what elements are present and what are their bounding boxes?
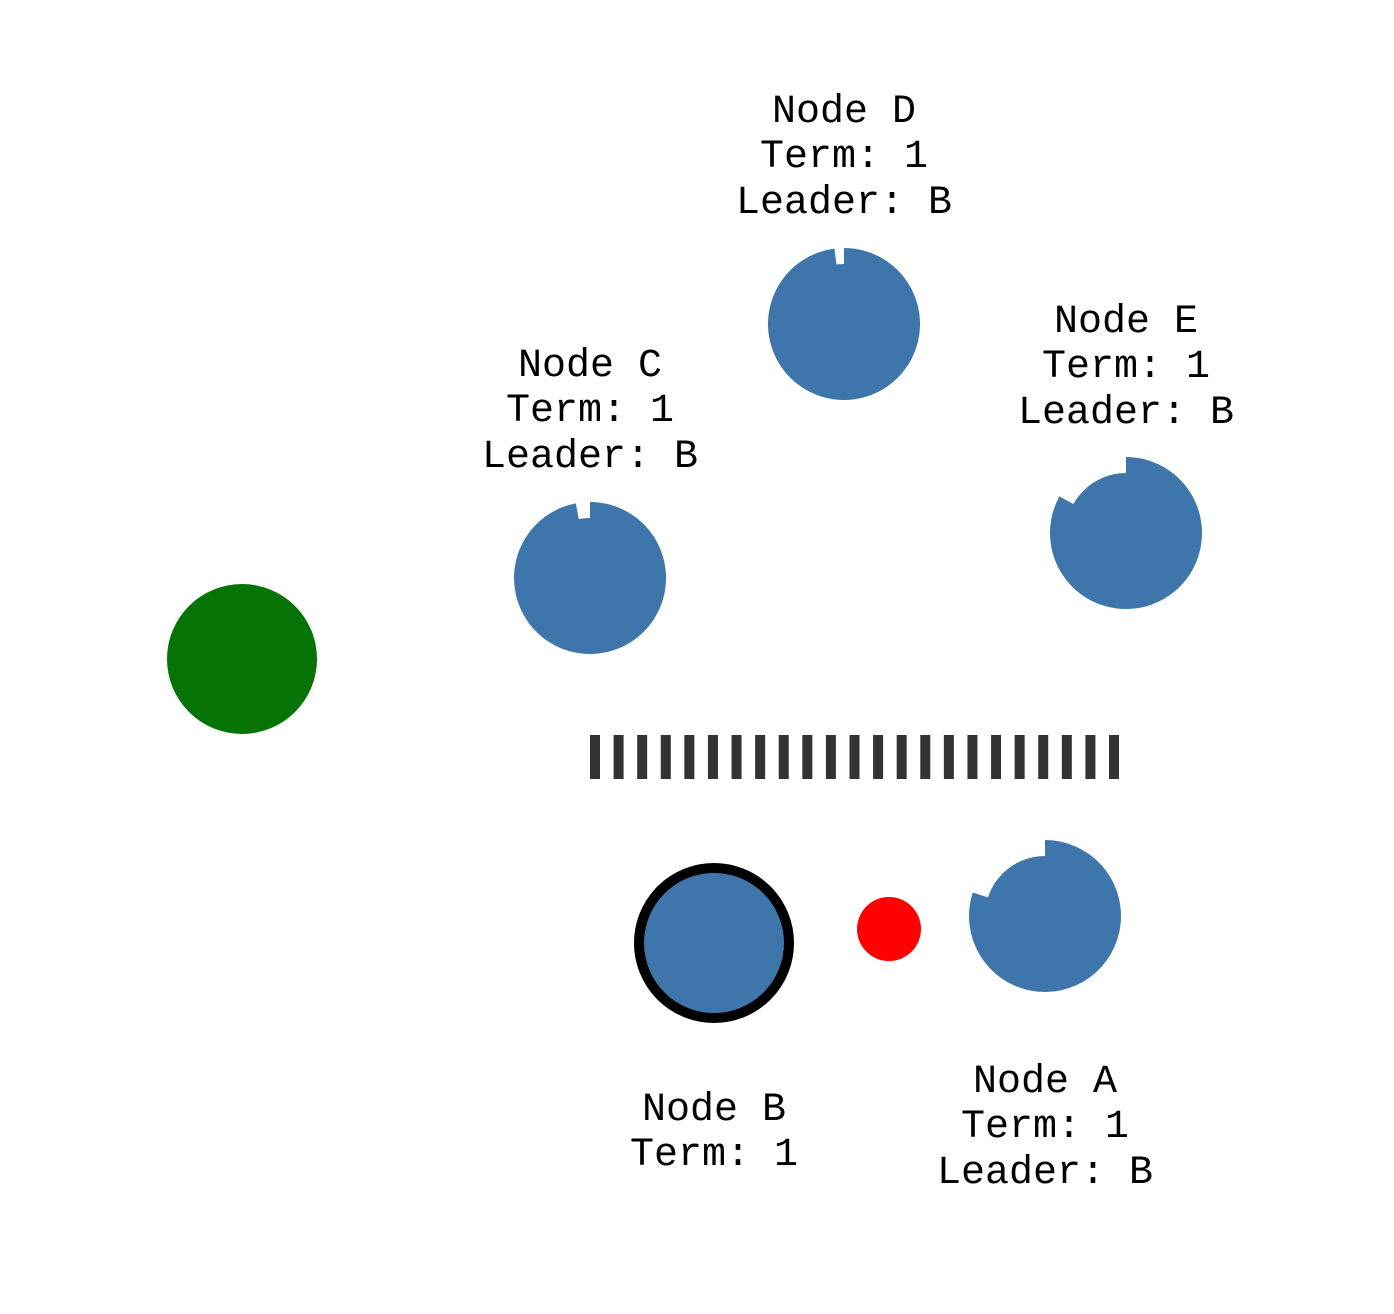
partition-segment — [802, 735, 813, 779]
partition-barrier — [590, 735, 1119, 779]
partition-segment — [755, 735, 766, 779]
partition-segment — [613, 735, 624, 779]
node-e[interactable]: Node E Term: 1 Leader: B — [1018, 300, 1234, 609]
partition-segment — [1014, 735, 1025, 779]
node-d-term: Term: 1 — [760, 135, 928, 180]
partition-segment — [660, 735, 671, 779]
partition-segment — [590, 735, 600, 779]
partition-segment — [967, 735, 978, 779]
node-a-leader: Leader: B — [937, 1151, 1153, 1196]
partition-segment — [896, 735, 907, 779]
partition-segment — [849, 735, 860, 779]
partition-segment — [1038, 735, 1049, 779]
client-circle[interactable] — [167, 584, 317, 734]
node-a-name: Node A — [973, 1060, 1117, 1105]
partition-segment — [1085, 735, 1096, 779]
partition-segment — [731, 735, 742, 779]
node-b-body — [634, 863, 794, 1023]
node-d-timeout-arc — [768, 248, 921, 400]
node-e-term: Term: 1 — [1042, 345, 1210, 390]
node-b[interactable]: Node B Term: 1 — [630, 863, 798, 1178]
partition-segment — [1109, 735, 1119, 779]
partition-segment — [991, 735, 1002, 779]
node-e-leader: Leader: B — [1018, 391, 1234, 436]
node-c-timeout-arc — [514, 502, 667, 655]
node-d[interactable]: Node D Term: 1 Leader: B — [736, 90, 952, 400]
partition-segment — [778, 735, 789, 779]
partition-segment — [684, 735, 695, 779]
node-c-leader: Leader: B — [482, 435, 698, 480]
node-a-term: Term: 1 — [961, 1105, 1129, 1150]
node-c-name: Node C — [518, 344, 662, 389]
partition-segment — [1061, 735, 1072, 779]
node-e-name: Node E — [1054, 300, 1198, 345]
partition-segment — [873, 735, 884, 779]
node-d-leader: Leader: B — [736, 181, 952, 226]
node-e-timeout-arc — [1050, 457, 1203, 609]
partition-segment — [707, 735, 718, 779]
partition-segment — [943, 735, 954, 779]
node-a-timeout-arc — [968, 840, 1121, 993]
node-b-term: Term: 1 — [630, 1133, 798, 1178]
partition-segment — [825, 735, 836, 779]
node-c[interactable]: Node C Term: 1 Leader: B — [482, 344, 698, 655]
node-c-term: Term: 1 — [506, 389, 674, 434]
node-d-name: Node D — [772, 90, 916, 135]
node-a[interactable]: Node A Term: 1 Leader: B — [937, 840, 1153, 1196]
partition-segment — [920, 735, 931, 779]
node-b-name: Node B — [642, 1088, 786, 1133]
message-dot — [857, 897, 921, 961]
partition-segment — [637, 735, 648, 779]
